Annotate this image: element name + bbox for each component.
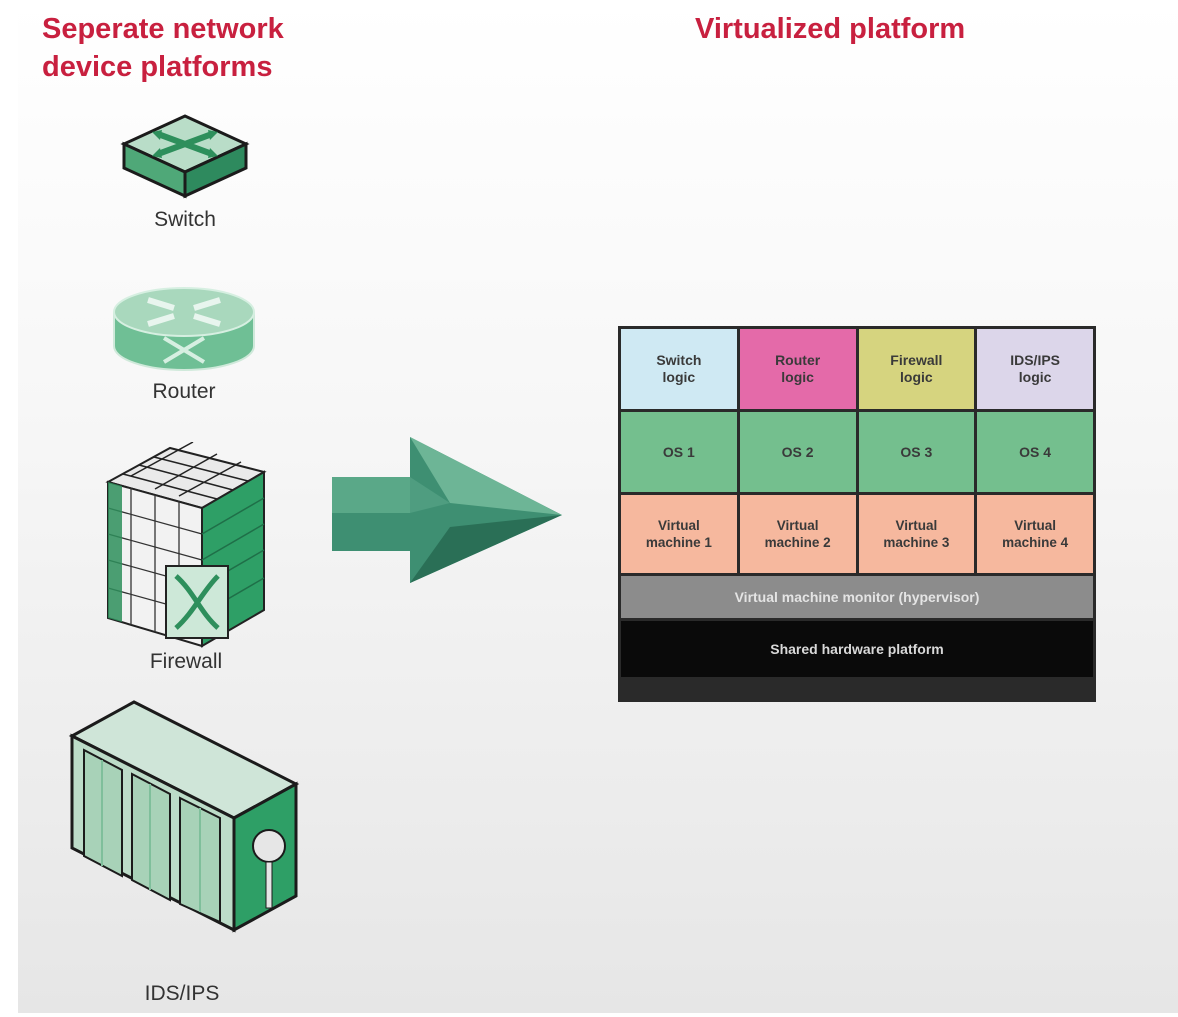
vm-4-cell: Virtual machine 4 [977, 495, 1093, 573]
router-device: Router [108, 282, 260, 403]
virtualization-stack: Switch logic Router logic Firewall logic… [618, 326, 1096, 702]
ids-ips-icon [68, 700, 300, 933]
vm-2-cell: Virtual machine 2 [739, 495, 856, 573]
ids-ips-label: IDS/IPS [144, 982, 220, 1005]
separate-platforms-heading: Seperate network device platforms [42, 13, 284, 83]
router-label: Router [152, 380, 216, 403]
router-logic-cell: Router logic [739, 329, 856, 409]
transition-arrow [330, 435, 566, 590]
os-4-cell: OS 4 [977, 412, 1093, 492]
switch-icon [120, 114, 250, 199]
right-arrow-icon [332, 437, 562, 583]
firewall-device: Firewall [104, 441, 268, 673]
bottom-margin [0, 1013, 1178, 1017]
left-margin [0, 0, 18, 1017]
vm-3-cell: Virtual machine 3 [858, 495, 975, 573]
os-2-cell: OS 2 [739, 412, 856, 492]
os-row: OS 1 OS 2 OS 3 OS 4 [621, 412, 1093, 492]
switch-device: Switch [118, 108, 252, 231]
vm-1-cell: Virtual machine 1 [621, 495, 737, 573]
os-3-cell: OS 3 [858, 412, 975, 492]
firewall-logic-cell: Firewall logic [858, 329, 975, 409]
virtualized-platform-heading: Virtualized platform [695, 13, 966, 45]
switch-label: Switch [154, 208, 216, 231]
os-1-cell: OS 1 [621, 412, 737, 492]
switch-logic-cell: Switch logic [621, 329, 737, 409]
ids-ips-device: IDS/IPS [64, 698, 300, 1005]
hardware-layer: Shared hardware platform [621, 621, 1093, 677]
vm-row: Virtual machine 1 Virtual machine 2 Virt… [621, 495, 1093, 573]
firewall-label: Firewall [149, 650, 223, 673]
hypervisor-layer: Virtual machine monitor (hypervisor) [621, 576, 1093, 618]
ids-ips-logic-cell: IDS/IPS logic [977, 329, 1093, 409]
firewall-icon [105, 441, 267, 648]
logic-row: Switch logic Router logic Firewall logic… [621, 329, 1093, 409]
router-icon [113, 287, 255, 371]
